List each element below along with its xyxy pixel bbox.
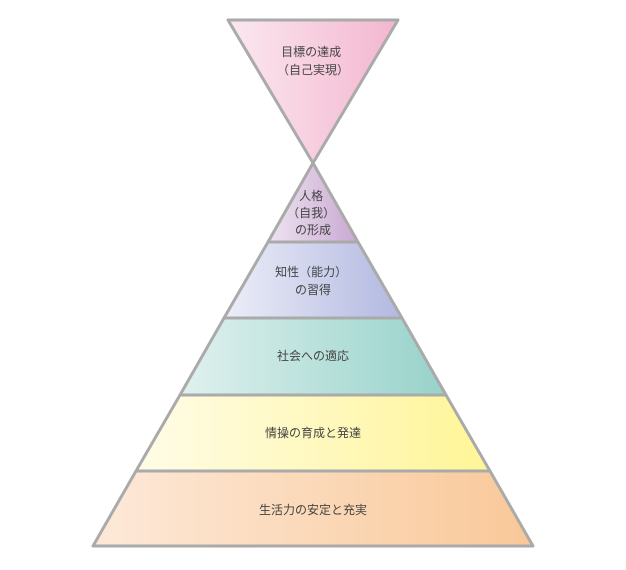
pyramid-level-social: 社会への適応	[178, 316, 448, 397]
level-label: 社会への適応	[277, 348, 349, 363]
goal-label: 目標の達成 （自己実現）	[277, 45, 349, 77]
pyramid-level-intellect: 知性（能力） の習得	[222, 240, 404, 320]
level-label: 生活力の安定と充実	[259, 502, 367, 517]
inverted-triangle-goal: 目標の達成 （自己実現）	[226, 18, 400, 165]
pyramid-level-personality: 人格 （自我） の形成	[266, 161, 360, 244]
pyramid-level-emotion: 情操の育成と発達	[134, 393, 492, 473]
level-label: 知性（能力） の習得	[275, 265, 351, 297]
level-label: 情操の育成と発達	[265, 425, 361, 440]
pyramid-level-livelihood: 生活力の安定と充実	[91, 469, 535, 548]
level-label: 人格 （自我） の形成	[287, 188, 339, 237]
